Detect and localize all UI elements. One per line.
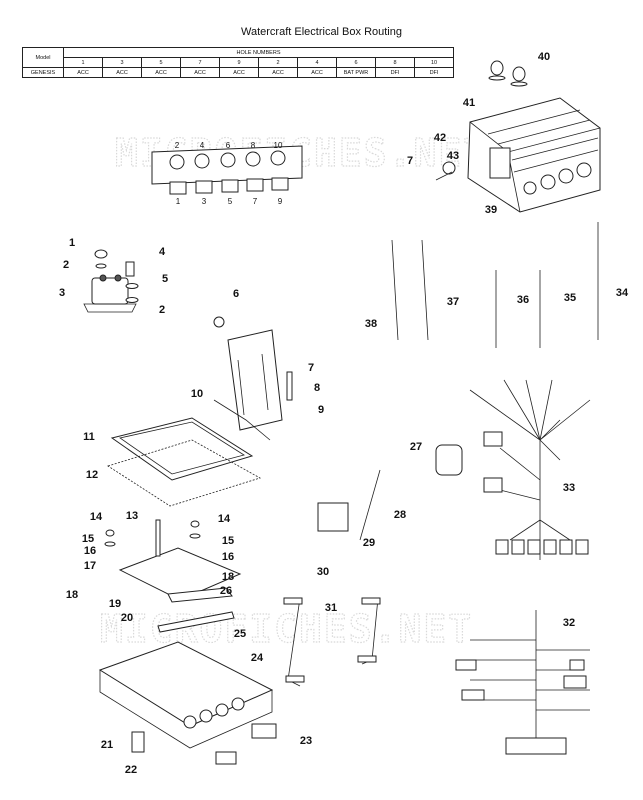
grommet-hole-label: 1 bbox=[176, 197, 181, 206]
callout-10: 10 bbox=[191, 388, 203, 400]
callout-1: 1 bbox=[69, 237, 75, 249]
callout-7: 7 bbox=[407, 155, 413, 167]
grommet-hole-label: 5 bbox=[228, 197, 233, 206]
callout-26: 26 bbox=[220, 585, 232, 597]
watermark-bottom: MICROFICHES.NET bbox=[100, 607, 473, 651]
heat-shrink-27 bbox=[435, 444, 463, 476]
callout-22: 22 bbox=[125, 764, 137, 776]
callout-18: 18 bbox=[222, 571, 234, 583]
callout-20: 20 bbox=[121, 612, 133, 624]
callout-2: 2 bbox=[63, 259, 69, 271]
callout-41: 41 bbox=[463, 97, 475, 109]
grommet-hole-label: 8 bbox=[251, 141, 256, 150]
callout-14: 14 bbox=[90, 511, 103, 523]
hole-value-cell: DFI bbox=[414, 67, 454, 78]
leads-34-36 bbox=[495, 222, 599, 348]
cap-40 bbox=[488, 60, 528, 87]
callout-2: 2 bbox=[159, 304, 165, 316]
callout-32: 32 bbox=[563, 617, 575, 629]
label-29 bbox=[317, 502, 349, 532]
callout-34: 34 bbox=[616, 287, 629, 299]
callout-12: 12 bbox=[86, 469, 98, 481]
callout-28: 28 bbox=[394, 509, 406, 521]
callout-7: 7 bbox=[308, 362, 314, 374]
callout-11: 11 bbox=[83, 431, 95, 443]
callout-19: 19 bbox=[109, 598, 121, 610]
callout-3: 3 bbox=[59, 287, 65, 299]
harness-33 bbox=[469, 379, 591, 560]
grommet-hole-label: 7 bbox=[253, 197, 258, 206]
callout-36: 36 bbox=[517, 294, 529, 306]
grommet-plate bbox=[151, 145, 303, 195]
grommet-hole-label: 10 bbox=[274, 141, 283, 150]
callout-38: 38 bbox=[365, 318, 377, 330]
callout-23: 23 bbox=[300, 735, 312, 747]
callout-25: 25 bbox=[234, 628, 246, 640]
callout-37: 37 bbox=[447, 296, 459, 308]
grommet-hole-label: 2 bbox=[175, 141, 180, 150]
grommet-hole-label: 9 bbox=[278, 197, 283, 206]
harness-straps bbox=[283, 597, 381, 687]
callout-5: 5 bbox=[162, 273, 168, 285]
callout-13: 13 bbox=[126, 510, 138, 522]
callout-31: 31 bbox=[325, 602, 337, 614]
callout-15: 15 bbox=[82, 533, 94, 545]
callout-43: 43 bbox=[447, 150, 459, 162]
mounting-bracket bbox=[213, 316, 293, 441]
diagram-title: Watercraft Electrical Box Routing bbox=[241, 26, 402, 38]
callout-21: 21 bbox=[101, 739, 113, 751]
callout-15: 15 bbox=[222, 535, 234, 547]
cable-tie-28 bbox=[359, 469, 381, 541]
callout-8: 8 bbox=[314, 382, 320, 394]
callout-27: 27 bbox=[410, 441, 422, 453]
lower-box bbox=[98, 641, 277, 765]
callout-35: 35 bbox=[564, 292, 576, 304]
callout-14: 14 bbox=[218, 513, 231, 525]
grommet-hole-label: 4 bbox=[200, 141, 205, 150]
electrical-box-assembly bbox=[435, 97, 601, 213]
solenoid bbox=[83, 249, 139, 313]
callout-42: 42 bbox=[434, 132, 446, 144]
callout-29: 29 bbox=[363, 537, 375, 549]
callout-16: 16 bbox=[84, 545, 96, 557]
callout-40: 40 bbox=[538, 51, 550, 63]
callout-33: 33 bbox=[563, 482, 575, 494]
callout-39: 39 bbox=[485, 204, 497, 216]
callout-6: 6 bbox=[233, 288, 239, 300]
terminal-board bbox=[104, 519, 242, 633]
callout-17: 17 bbox=[84, 560, 96, 572]
callout-24: 24 bbox=[251, 652, 264, 664]
box-cover bbox=[107, 417, 262, 507]
grommet-hole-label: 6 bbox=[226, 141, 231, 150]
harness-32 bbox=[455, 610, 590, 755]
callout-30: 30 bbox=[317, 566, 329, 578]
callout-16: 16 bbox=[222, 551, 234, 563]
callout-4: 4 bbox=[159, 246, 166, 258]
leads-37-38 bbox=[391, 239, 429, 341]
callout-9: 9 bbox=[318, 404, 324, 416]
callout-18: 18 bbox=[66, 589, 78, 601]
grommet-hole-label: 3 bbox=[202, 197, 207, 206]
